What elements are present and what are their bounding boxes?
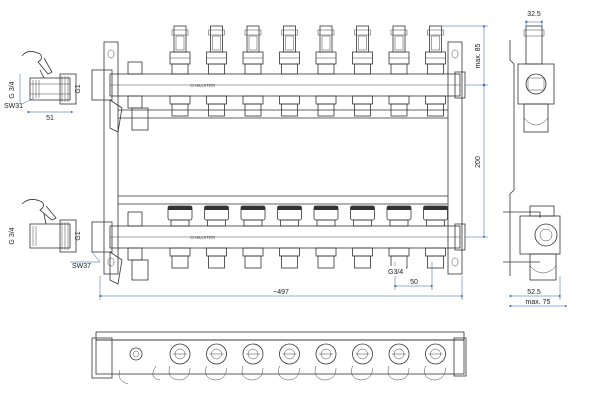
flow-meter	[206, 25, 227, 117]
plan-valve	[278, 343, 300, 381]
flow-meter	[388, 25, 410, 117]
front-dimensions: ~497 50 G3/4 200 max. 85	[98, 24, 488, 300]
upper-pipe-label: G1	[75, 84, 82, 93]
valve-cap	[277, 205, 302, 269]
upper-brand-label: CHMASTER	[190, 83, 216, 88]
lower-pipe-label: G1	[75, 231, 82, 240]
plan-valve	[424, 343, 446, 381]
plan-valve	[387, 343, 410, 381]
plan-valve	[241, 343, 264, 381]
flow-meter	[242, 25, 264, 117]
lower-wrench-label: SW37	[72, 263, 91, 270]
valve-cap	[423, 205, 448, 269]
upper-ball-valve	[21, 51, 77, 105]
outlet-thread-label: G3/4	[388, 269, 403, 276]
outlet-spacing-label: 50	[410, 279, 418, 286]
upper-thread-label: G 3/4	[9, 81, 16, 98]
valve-cap	[386, 205, 412, 269]
flow-meter	[315, 25, 337, 117]
mounting-bracket	[103, 41, 463, 275]
side-view	[503, 25, 561, 281]
plan-valve	[205, 343, 227, 381]
overall-length-label: ~497	[273, 289, 289, 296]
side-top-width-label: 32.5	[527, 11, 541, 18]
lower-brand-label: CHMASTER	[190, 235, 216, 240]
lower-valve-caps	[167, 205, 448, 269]
plan-view	[91, 331, 467, 385]
valve-cap	[204, 205, 229, 269]
lower-valve-dimensions: G 3/4 G1 SW37	[9, 227, 101, 270]
side-bottom-width-label: 52.5	[527, 289, 541, 296]
lower-ball-valve	[21, 199, 77, 253]
lower-thread-label: G 3/4	[9, 227, 16, 244]
flow-meter	[352, 25, 373, 117]
plan-valve	[168, 343, 191, 381]
valve-cap	[313, 205, 339, 269]
bar-spacing-label: 200	[475, 156, 482, 168]
valve-cap	[240, 205, 266, 269]
plan-valve	[314, 343, 337, 381]
upper-valve-dimensions: 51 G 3/4 G1 SW31	[4, 74, 82, 122]
upper-flow-meters	[169, 25, 446, 117]
plan-valve	[351, 343, 373, 381]
side-dimensions: 32.5 52.5 max. 75	[508, 11, 568, 308]
flow-meter	[425, 25, 446, 117]
plan-view-valves	[168, 343, 446, 381]
valve-length-label: 51	[46, 115, 54, 122]
flow-meter	[169, 25, 191, 117]
valve-cap	[167, 205, 193, 269]
upper-wrench-label: SW31	[4, 103, 23, 110]
valve-cap	[350, 205, 375, 269]
top-clearance-label: max. 85	[475, 43, 482, 68]
side-depth-label: max. 75	[526, 299, 551, 306]
flow-meter	[279, 25, 300, 117]
